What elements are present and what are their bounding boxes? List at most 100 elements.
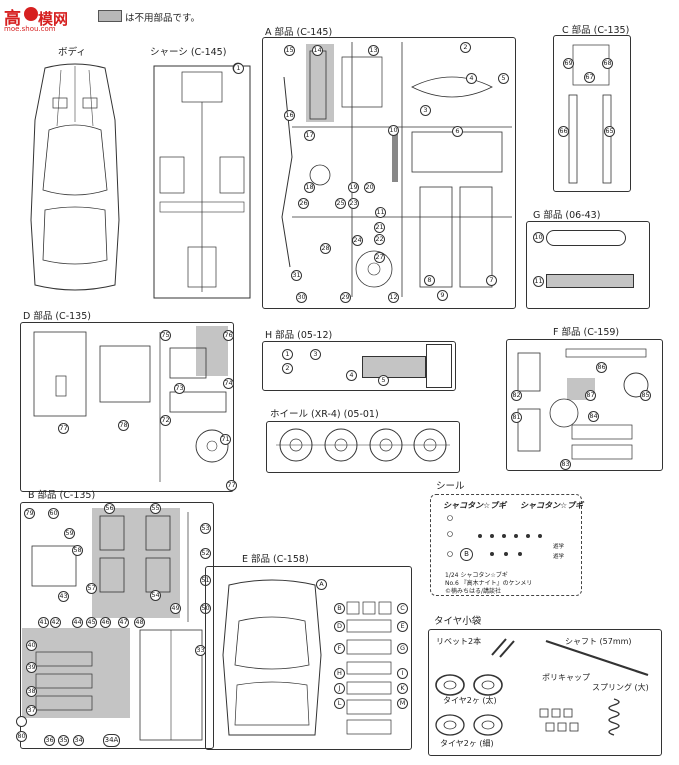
part-number: 3: [310, 349, 321, 360]
part-number: 42: [50, 617, 61, 628]
part-number: 66: [558, 126, 569, 137]
part-number: 16: [284, 110, 295, 121]
g-unused-part: [546, 274, 634, 288]
legend-swatch: [98, 10, 122, 22]
a-parts-frame: [262, 37, 516, 309]
tire-bag-frame: [428, 629, 662, 756]
part-number: 41: [38, 617, 49, 628]
tire-bag-rivet: リベット2本: [436, 637, 482, 646]
part-number: 77: [226, 480, 237, 491]
part-number: 52: [200, 548, 211, 559]
h-parts-title: H 部品 (05-12): [265, 330, 333, 341]
part-number: L: [334, 698, 345, 709]
wheel-drawing: [276, 428, 450, 462]
b-parts-frame: [20, 502, 214, 749]
watermark-url: moe.shou.com: [4, 25, 56, 33]
part-number: 87: [585, 390, 596, 401]
part-number: 58: [72, 545, 83, 556]
g-part-frame: [546, 230, 626, 246]
f-parts-frame: [506, 339, 663, 471]
part-number: E: [397, 621, 408, 632]
part-number: 57: [86, 583, 97, 594]
part-number: 4: [466, 73, 477, 84]
b-unused-seats: [92, 508, 180, 618]
part-number: 9: [437, 290, 448, 301]
e-parts-grid: [346, 601, 392, 735]
part-number: 68: [602, 58, 613, 69]
part-number: 55: [150, 503, 161, 514]
e-parts-title: E 部品 (C-158): [242, 554, 309, 565]
body-drawing: [30, 63, 120, 291]
tire-bag-shaft: シャフト (57mm): [565, 637, 632, 646]
part-number: 72: [160, 415, 171, 426]
part-number: 12: [388, 292, 399, 303]
part-number: 81: [511, 412, 522, 423]
part-number: G: [397, 643, 408, 654]
part-number: K: [397, 683, 408, 694]
watermark-logo: 高模网 moe.shou.com: [4, 4, 68, 33]
part-number: 5: [498, 73, 509, 84]
part-number: 29: [340, 292, 351, 303]
part-number: 53: [200, 523, 211, 534]
watermark-badge-icon: [24, 7, 38, 21]
part-number: 10: [388, 125, 399, 136]
part-number: 13: [368, 45, 379, 56]
part-number: 40: [26, 640, 37, 651]
part-number: 11: [375, 207, 386, 218]
legend-text: は不用部品です。: [125, 13, 201, 24]
part-number: 74: [223, 378, 234, 389]
part-number: 49: [170, 603, 181, 614]
part-number: [16, 716, 27, 727]
part-number: 77: [58, 423, 69, 434]
c-parts-title: C 部品 (C-135): [562, 25, 630, 36]
part-number: 18: [304, 182, 315, 193]
part-number: 5: [378, 375, 389, 386]
part-number: 80: [16, 731, 27, 742]
part-number: 28: [320, 243, 331, 254]
tire-bag-tire-thick: タイヤ2ヶ (太): [443, 696, 497, 705]
part-number: 19: [348, 182, 359, 193]
tire-bag-spring: スプリング (大): [592, 683, 649, 692]
part-number: C: [397, 603, 408, 614]
part-number: 8: [424, 275, 435, 286]
b-unused-panels: [22, 628, 130, 718]
part-number: 10: [533, 232, 544, 243]
part-number: 2: [282, 363, 293, 374]
part-number: 76: [223, 330, 234, 341]
part-number: 6: [452, 126, 463, 137]
part-number: 85: [640, 390, 651, 401]
part-number: 11: [533, 276, 544, 287]
g-parts-title: G 部品 (06-43): [533, 210, 601, 221]
g-parts-frame: [526, 221, 650, 309]
chassis-title: シャーシ (C-145): [150, 47, 227, 58]
seal-sheet: [430, 494, 582, 596]
part-number: 59: [64, 528, 75, 539]
h-parts-frame: [262, 341, 456, 391]
part-number: 47: [118, 617, 129, 628]
part-number: 24: [352, 235, 363, 246]
wheel-title: ホイール (XR-4) (05-01): [270, 409, 379, 420]
part-number: 26: [298, 198, 309, 209]
part-number: 86: [596, 362, 607, 373]
seal-small-jp1: 遊学: [553, 544, 565, 550]
part-number: 37: [26, 705, 37, 716]
f-parts-drawing: [517, 348, 649, 460]
d-parts-title: D 部品 (C-135): [23, 311, 91, 322]
tire-bag-title: タイヤ小袋: [434, 616, 482, 627]
part-number: 44: [72, 617, 83, 628]
part-number: 48: [134, 617, 145, 628]
part-number: 38: [26, 686, 37, 697]
part-number: 22: [374, 234, 385, 245]
part-number: 71: [220, 434, 231, 445]
tire-bag-polycap: ポリキャップ: [542, 673, 590, 682]
part-number: 39: [26, 662, 37, 673]
seal-small-jp2: 遊学: [553, 554, 565, 560]
part-number: 3: [420, 105, 431, 116]
part-number: F: [334, 643, 345, 654]
seal-line1: 1/24 シャコタン☆ブギ: [445, 572, 508, 579]
part-number: 60: [48, 508, 59, 519]
seal-line3: ©楠みちはる/講談社: [445, 588, 502, 595]
part-number: 4: [346, 370, 357, 381]
part-number: 83: [560, 459, 571, 470]
h-side-part: [426, 344, 452, 388]
